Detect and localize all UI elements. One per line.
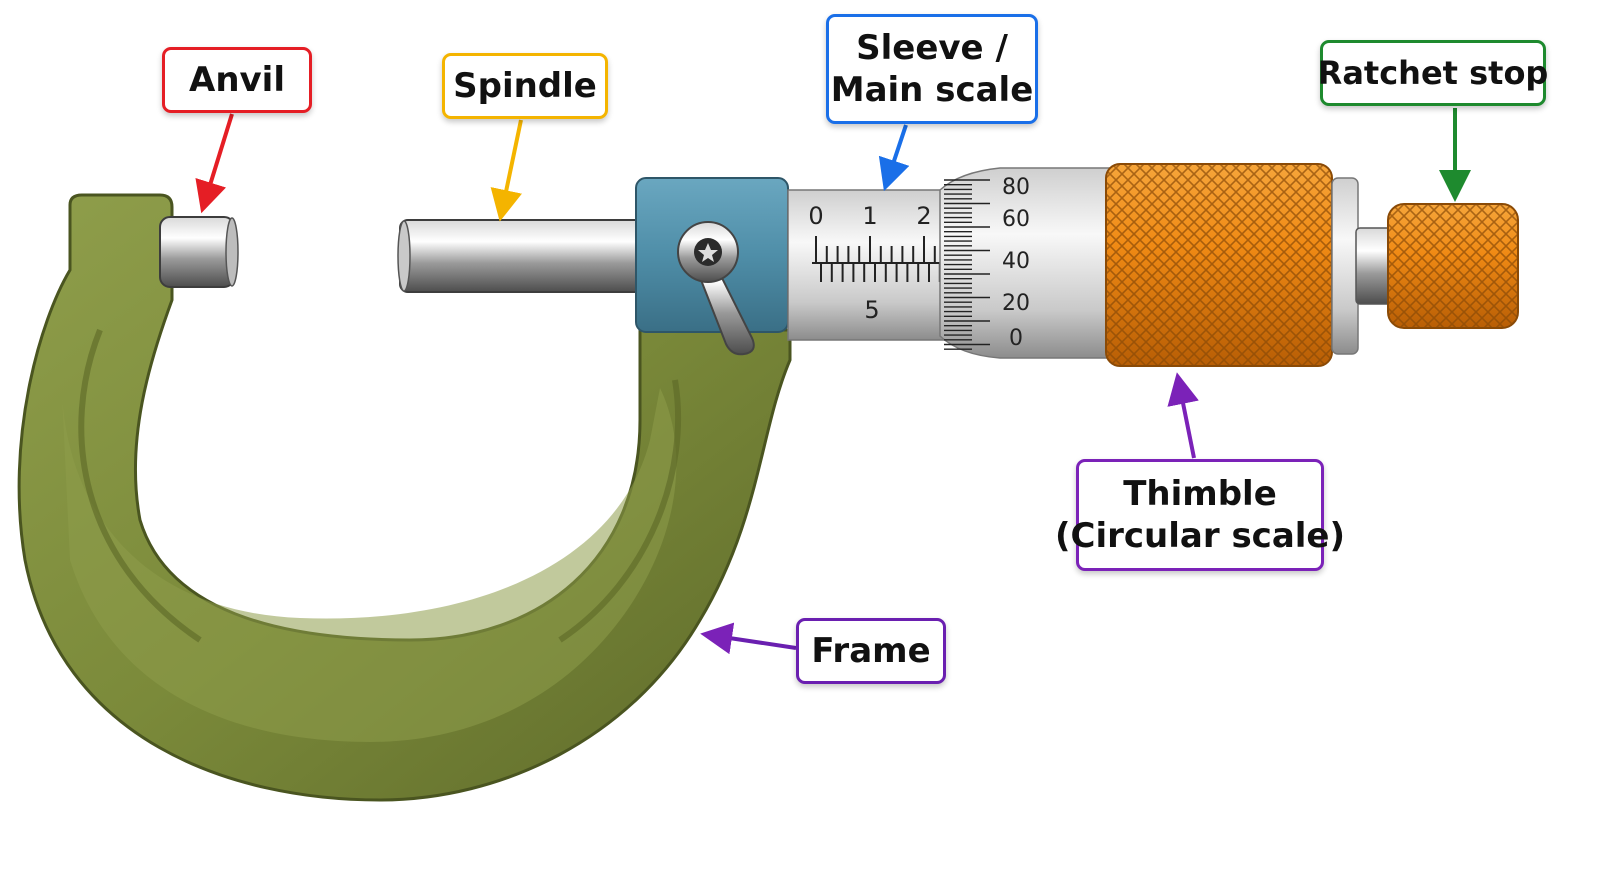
sleeve-label-line1: Sleeve /: [856, 27, 1008, 68]
ratchet-stop-part[interactable]: [1355, 203, 1519, 329]
sleeve-callout: Sleeve / Main scale: [826, 14, 1038, 124]
sleeve-label-line2: Main scale: [830, 70, 1034, 110]
thimble-number-40: 40: [1002, 249, 1030, 274]
sleeve-number-5: 5: [864, 296, 879, 324]
thimble-grip[interactable]: [1105, 163, 1359, 367]
ratchet-stop-label: Ratchet stop: [1317, 54, 1549, 92]
sleeve-main-scale: 0 1 2 5: [787, 189, 949, 341]
thimble-label-line1: Thimble: [1123, 473, 1277, 514]
spindle-callout: Spindle: [442, 53, 608, 119]
spindle-arrow: [490, 119, 523, 222]
spindle-label: Spindle: [453, 65, 597, 106]
thimble-number-80: 80: [1002, 175, 1030, 200]
anvil-callout: Anvil: [162, 47, 312, 113]
sleeve-number-0: 0: [808, 202, 823, 230]
frame-callout: Frame: [796, 618, 946, 684]
thimble-arrow: [1167, 372, 1199, 459]
thimble-ticks: [944, 179, 990, 350]
ratchet-stop-callout: Ratchet stop: [1317, 40, 1549, 106]
thimble-number-60: 60: [1002, 207, 1030, 232]
anvil-arrow: [195, 113, 234, 214]
frame-body: [17, 193, 792, 802]
sleeve-number-1: 1: [862, 202, 877, 230]
thimble-number-0: 0: [1009, 326, 1023, 351]
sleeve-arrow: [878, 124, 910, 192]
spindle-part: [397, 219, 646, 293]
thimble-label-line2: (Circular scale): [1054, 516, 1346, 556]
anvil-part: [159, 216, 239, 288]
frame-label: Frame: [811, 630, 931, 671]
thimble-circular-scale: 80 60 40 20 0: [939, 167, 1111, 359]
sleeve-ticks-top: [815, 236, 947, 263]
sleeve-number-2: 2: [916, 202, 931, 230]
thimble-callout: Thimble (Circular scale): [1055, 459, 1345, 571]
anvil-label: Anvil: [189, 59, 285, 100]
thimble-number-20: 20: [1002, 291, 1030, 316]
frame-arrow: [700, 622, 797, 655]
lock-knob-icon[interactable]: [677, 221, 755, 356]
